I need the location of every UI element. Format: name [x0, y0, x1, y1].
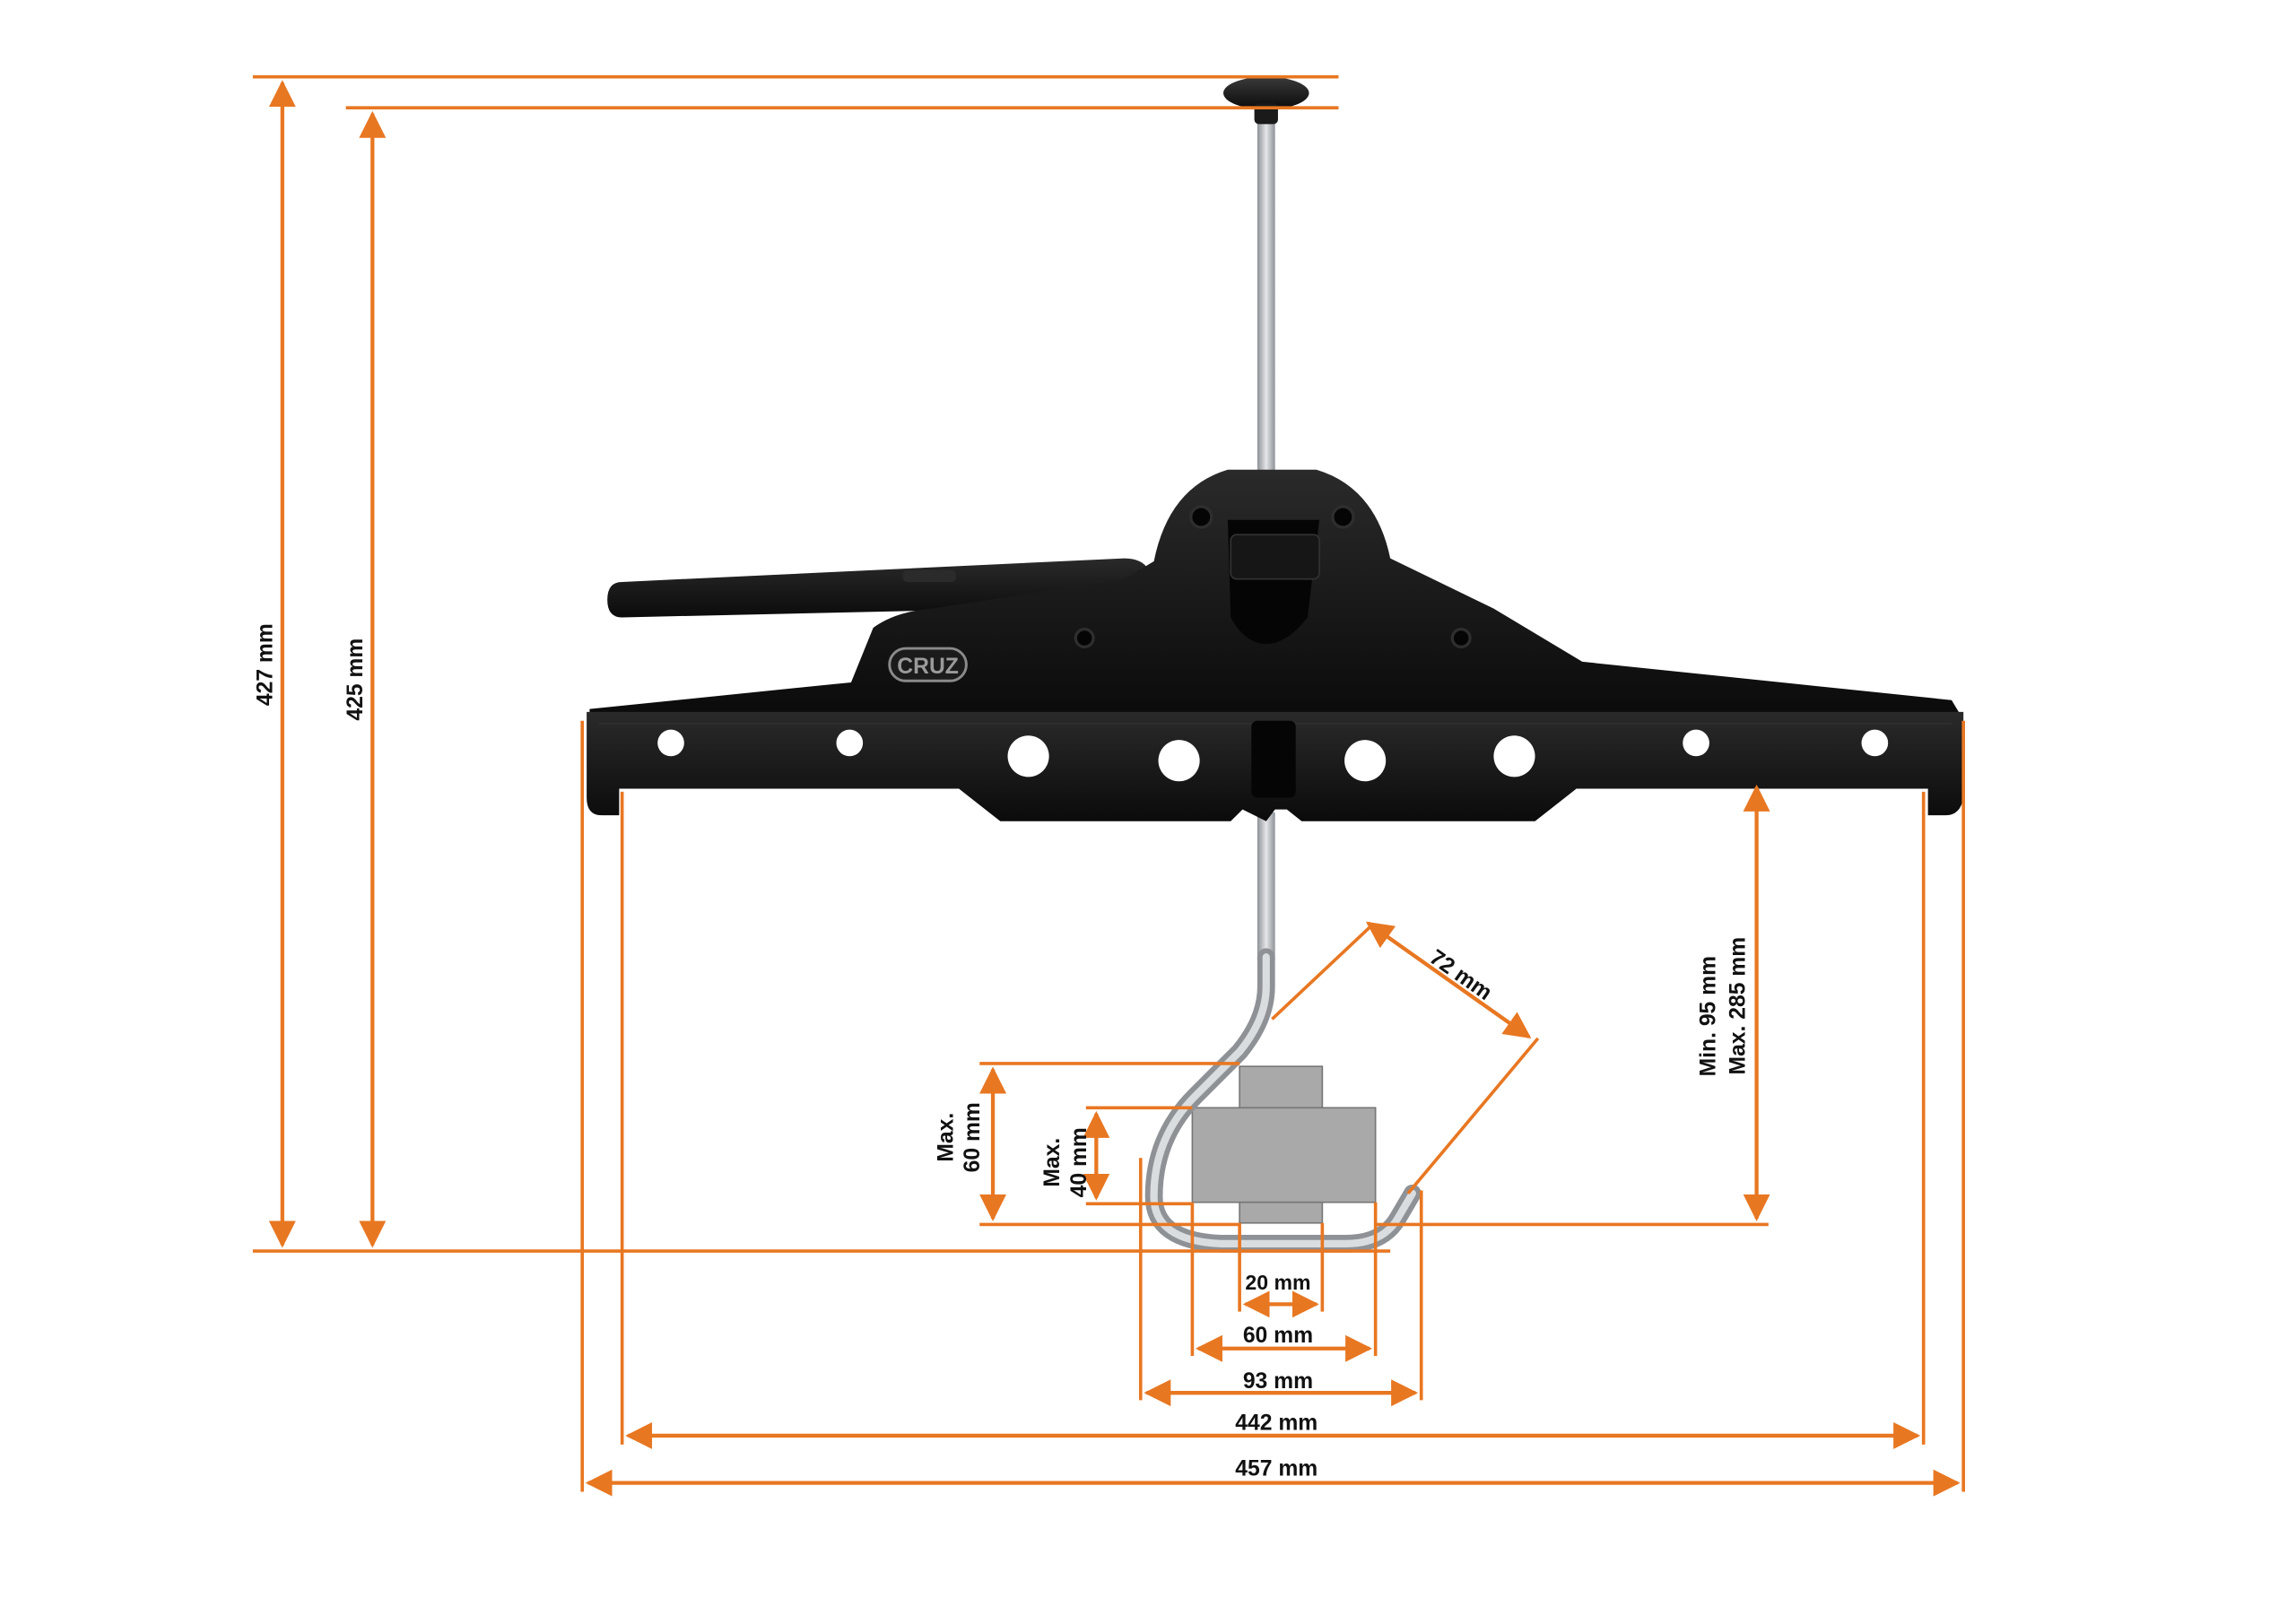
rail-holes [657, 729, 1889, 782]
label-max40-line2: 40 mm [1067, 1127, 1091, 1197]
label-range-line1: Min. 95 mm [1696, 956, 1720, 1076]
label-max40-line1: Max. [1040, 1138, 1065, 1187]
ext-72-a [1271, 923, 1374, 1021]
label-457: 457 mm [1235, 1456, 1318, 1481]
label-max60-line2: 60 mm [961, 1102, 985, 1172]
label-72: 72 mm [1425, 945, 1497, 1005]
clamp-body [589, 469, 1961, 716]
tightening-knob [1223, 76, 1309, 125]
label-93: 93 mm [1243, 1369, 1313, 1394]
label-60: 60 mm [1243, 1324, 1313, 1348]
dimension-labels: 427 mm 425 mm 457 mm 442 mm 93 mm 60 mm … [253, 623, 1750, 1481]
label-20: 20 mm [1245, 1271, 1310, 1294]
threaded-rod-upper [1257, 117, 1275, 488]
dimension-lines [252, 74, 1965, 1497]
mounting-rail [587, 711, 1964, 821]
label-427: 427 mm [253, 623, 277, 706]
ext-72-b [1406, 1037, 1540, 1194]
cruz-logo: CRUZ [888, 647, 968, 682]
roof-bar-adapter-illustration: CRUZ [587, 76, 1964, 1253]
label-range-line2: Max. 285 mm [1726, 937, 1750, 1075]
label-425: 425 mm [344, 638, 368, 721]
bar-profile [1191, 1065, 1377, 1224]
steel-hook [1144, 812, 1422, 1253]
svg-text:CRUZ: CRUZ [897, 655, 959, 679]
dim-72 [1365, 921, 1532, 1038]
label-442: 442 mm [1235, 1411, 1318, 1435]
label-max60-line1: Max. [935, 1113, 959, 1162]
